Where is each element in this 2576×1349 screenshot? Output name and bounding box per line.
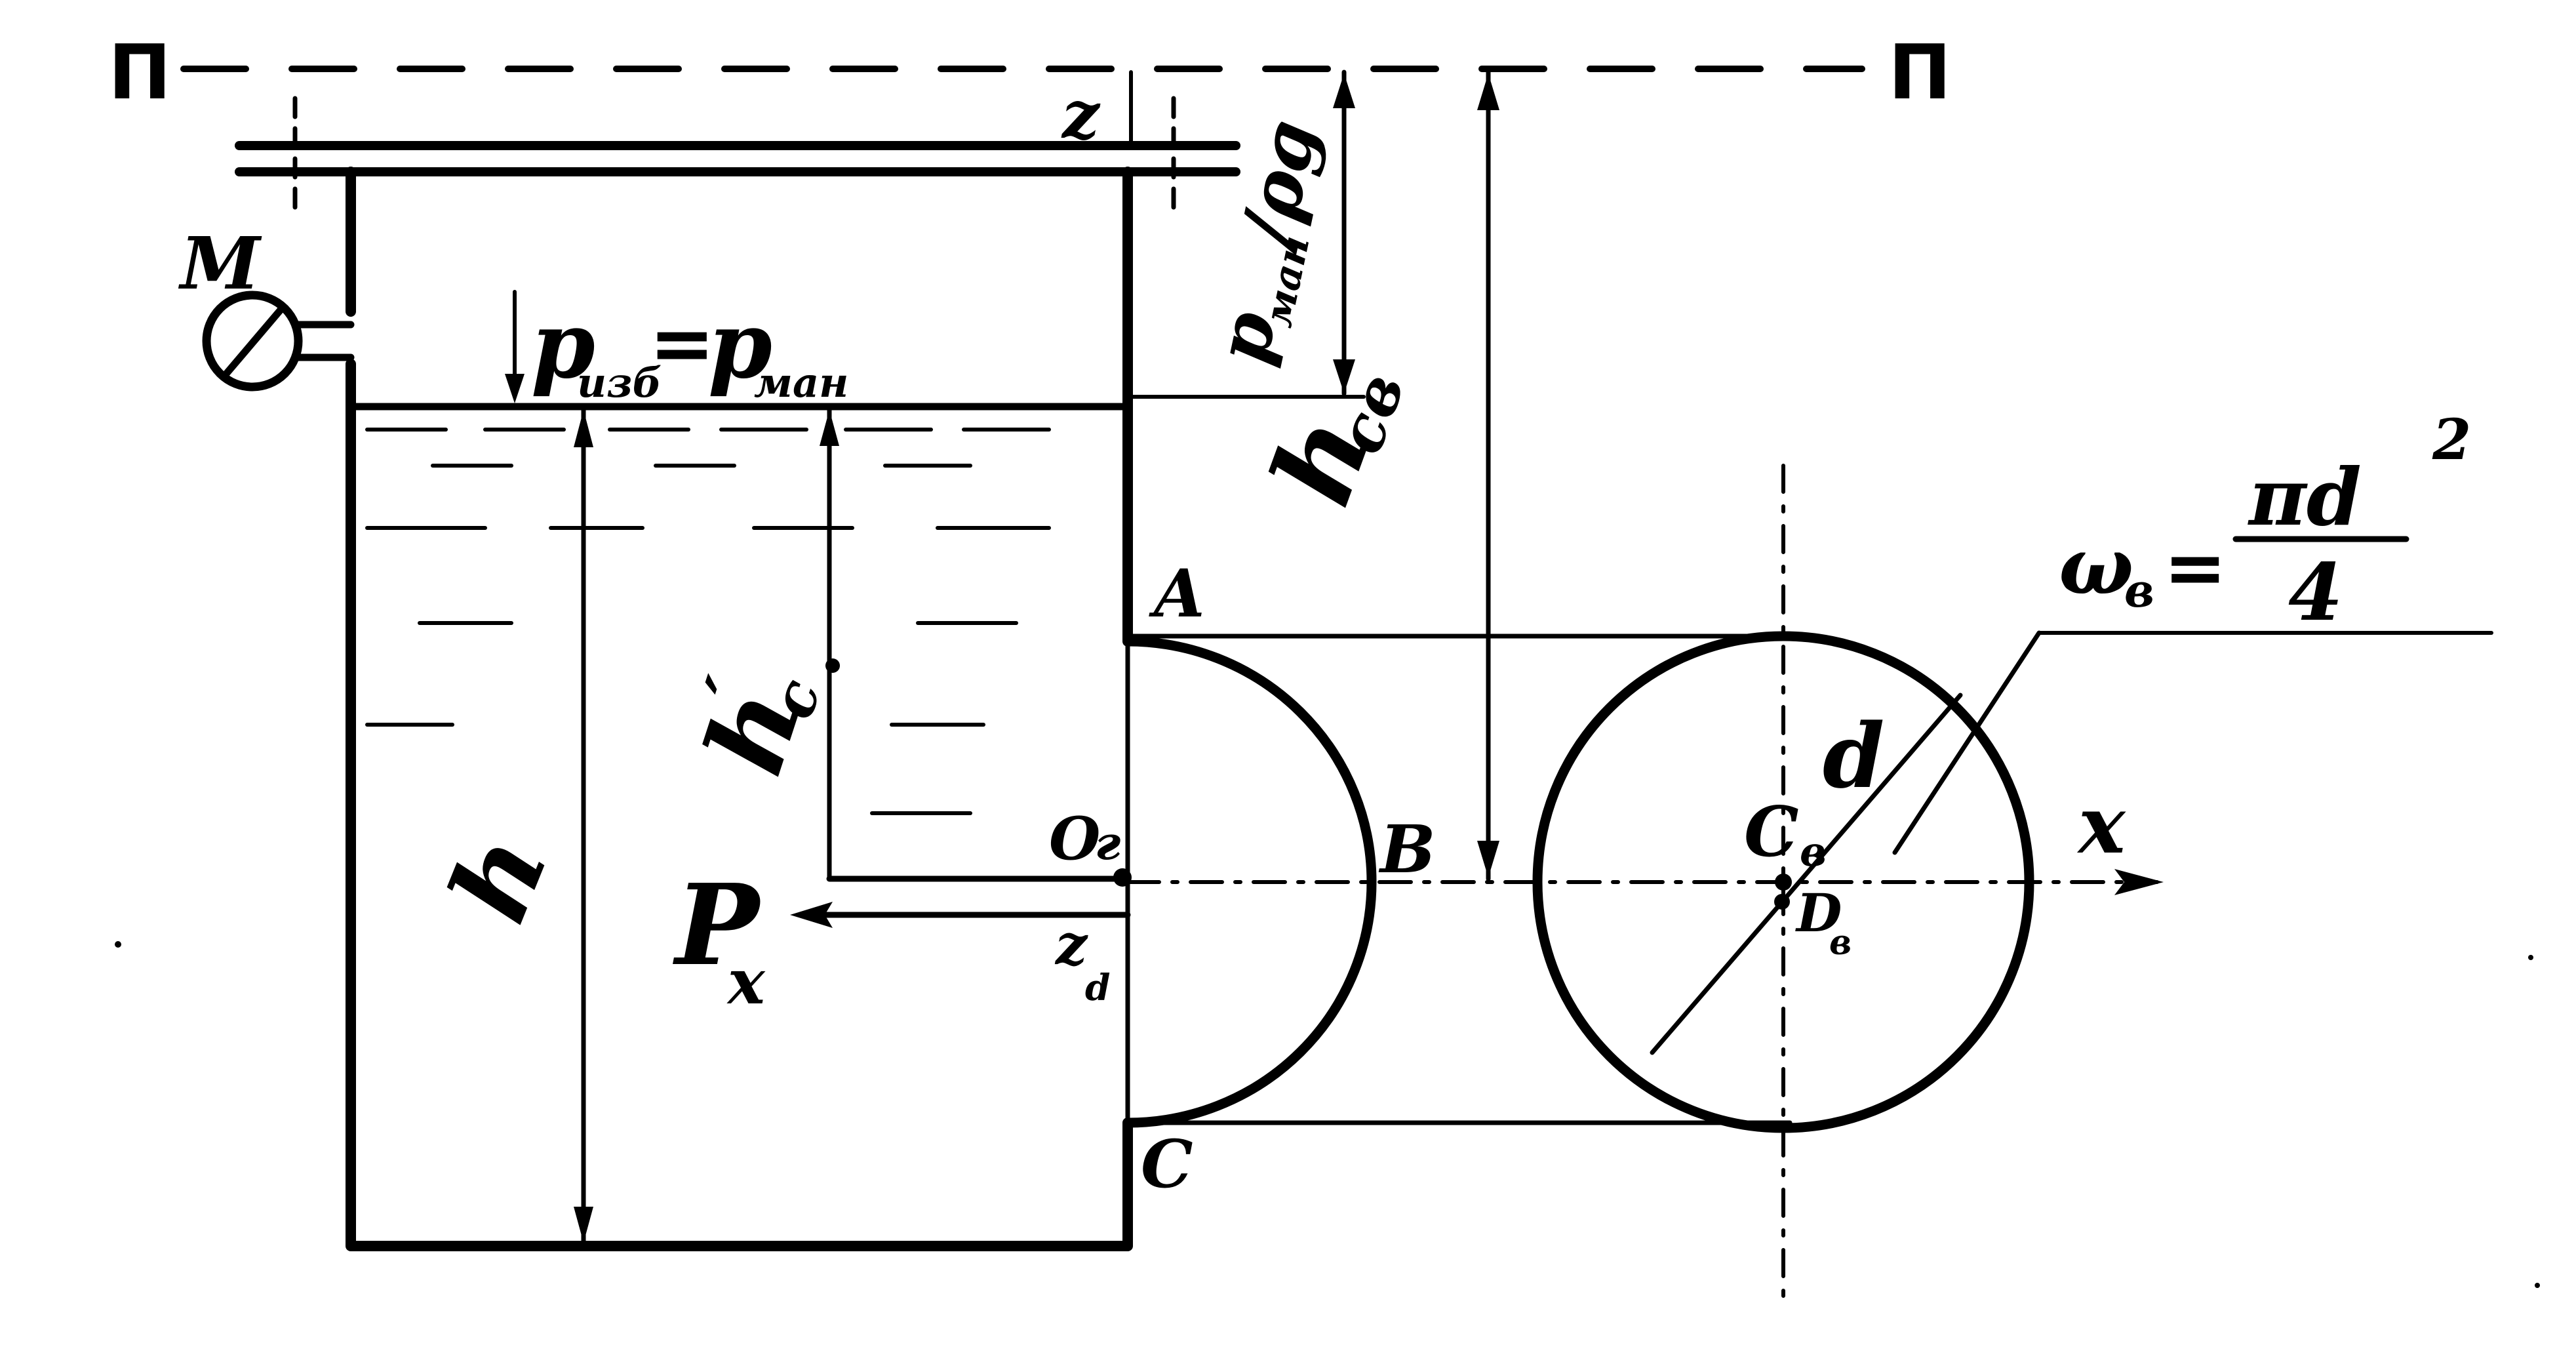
surface-pressure-label: p изб = p ман	[531, 292, 848, 407]
svg-text:p: p	[708, 292, 772, 399]
h-label: h	[425, 818, 572, 938]
pman-dim-arrow-top	[1333, 73, 1355, 108]
pman-over-rhog-label: p ман /ρg	[1199, 113, 1334, 371]
hcv-dim-arrow-top	[1477, 73, 1499, 110]
svg-text:в: в	[1829, 923, 1852, 963]
svg-text:ман: ман	[754, 359, 848, 407]
hc-prime-label: h ′ c	[681, 668, 835, 788]
svg-text:2: 2	[2432, 407, 2471, 473]
z-d-label: z d	[1054, 912, 1110, 1009]
point-c-label: C	[1141, 1125, 1193, 1203]
surface-pressure-arrowhead	[505, 374, 525, 403]
point-a-label: A	[1149, 555, 1205, 632]
svg-text:в: в	[2124, 563, 2154, 618]
hcv-label: h cв	[1246, 363, 1419, 521]
svg-text:=: =	[649, 298, 715, 390]
svg-text:=: =	[2164, 524, 2227, 612]
svg-text:ω: ω	[2059, 520, 2133, 613]
center-point	[1775, 874, 1792, 891]
d-label: d	[1823, 704, 1884, 808]
d-dimension-line	[1892, 630, 2042, 855]
manometer-connector	[294, 321, 355, 361]
hc-prime-midpoint	[825, 658, 840, 673]
x-axis-arrowhead	[2114, 869, 2164, 895]
svg-text:P: P	[673, 860, 762, 991]
svg-text:x: x	[726, 946, 766, 1018]
center-of-pressure-point	[1774, 894, 1790, 910]
hcv-dim-arrow-bottom	[1477, 841, 1499, 877]
tank-left-wall	[346, 167, 1133, 1251]
manometer-label: M	[178, 221, 262, 306]
plane-label-left: П	[108, 29, 171, 117]
svg-text:в: в	[1800, 828, 1827, 876]
center-of-area-label: C в	[1744, 791, 1827, 876]
omega-formula: ω в = πd 2 4	[2059, 407, 2471, 639]
x-axis-label: x	[2076, 779, 2126, 872]
pman-dim-arrow-bottom	[1333, 359, 1355, 393]
svg-text:D: D	[1795, 882, 1842, 944]
h-dim-arrow-top	[574, 410, 593, 447]
force-px-arrowhead	[790, 902, 833, 928]
svg-text:C: C	[1744, 791, 1799, 872]
svg-text:/ρg: /ρg	[1223, 113, 1334, 258]
hc-prime-dim-arrow-top	[820, 410, 839, 446]
h-dim-arrow-bottom	[574, 1207, 593, 1243]
svg-text:O: O	[1049, 804, 1100, 874]
plane-label-right: П	[1888, 29, 1951, 117]
svg-text:изб: изб	[577, 359, 662, 407]
semicylinder-gate	[1122, 636, 1377, 1128]
diameter-line	[1650, 693, 1963, 1055]
svg-text:г: г	[1095, 816, 1120, 870]
svg-text:z: z	[1054, 912, 1088, 978]
water-hatching	[365, 428, 1051, 815]
o-g-label: O г	[1049, 804, 1120, 874]
force-px-label: P x	[673, 860, 766, 1018]
svg-text:p: p	[531, 292, 595, 399]
manometer-dial	[202, 291, 303, 392]
scan-specks	[115, 941, 2540, 1288]
point-b-label: B	[1378, 811, 1436, 888]
svg-text:4: 4	[2288, 546, 2343, 639]
z-label: z	[1061, 76, 1101, 153]
svg-text:d: d	[1085, 966, 1110, 1009]
manometer-needle	[222, 304, 286, 378]
svg-text:πd: πd	[2248, 451, 2362, 544]
center-of-pressure-label: D в	[1795, 882, 1852, 963]
